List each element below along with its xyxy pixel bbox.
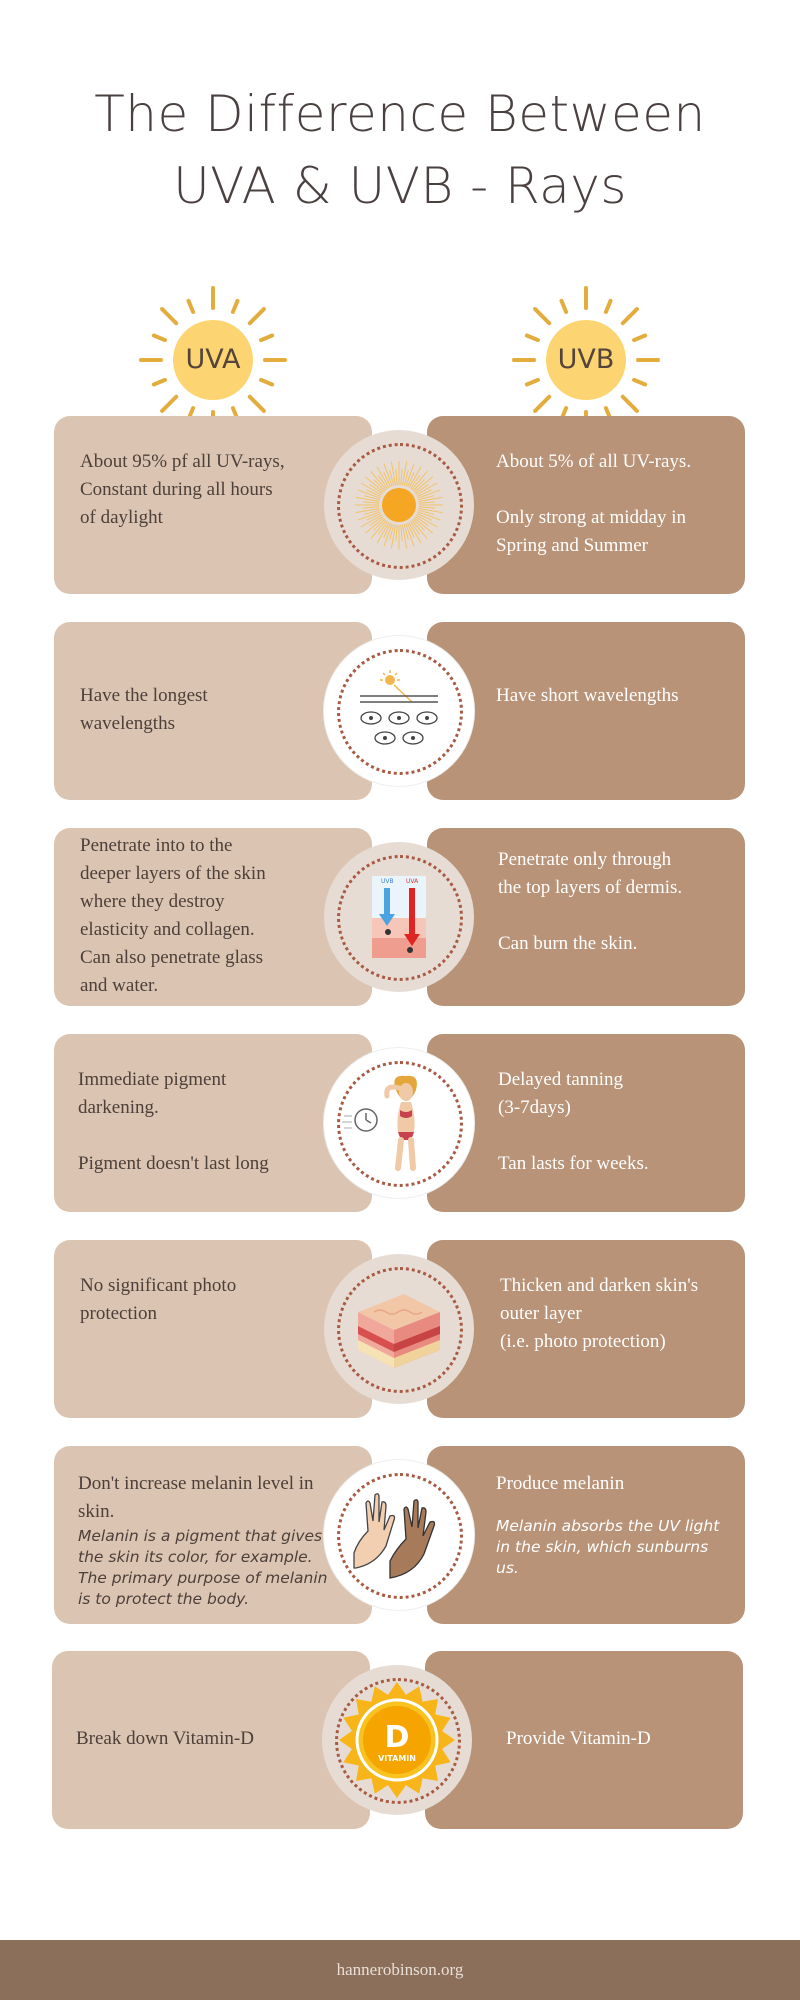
uvb-text: Penetrate only through the top layers of… [498,849,683,954]
sunburst-icon [324,430,474,580]
uva-card: Break down Vitamin-D [52,1651,370,1829]
title-line-2: UVA & UVB - Rays [173,157,627,215]
uva-label: UVA [185,344,241,375]
uva-text: Break down Vitamin-D [76,1728,254,1749]
uvb-sun-icon: UVB [511,285,661,435]
comparison-row-1: About 95% pf all UV-rays, Constant durin… [54,416,745,594]
uva-tag: UVA [406,878,419,885]
uva-card: Have the longest wavelengths [54,622,372,800]
comparison-row-6: Don't increase melanin level in skin. Me… [54,1446,745,1624]
page-title: The Difference Between UVA & UVB - Rays [0,78,800,222]
skin-layers-icon [324,1254,474,1404]
uvb-text: About 5% of all UV-rays. Only strong at … [496,451,692,556]
uva-card: No significant photo protection [54,1240,372,1418]
uva-text: Immediate pigment darkening. Pigment doe… [78,1069,269,1174]
uva-card: Penetrate into to the deeper layers of t… [54,828,372,1006]
uvb-text: Produce melanin Melanin absorbs the UV l… [496,1473,720,1577]
title-line-1: The Difference Between [94,85,706,143]
comparison-row-2: Have the longest wavelengths Have short … [54,622,745,800]
uvb-tag: UVB [381,878,394,885]
uva-card: About 95% pf all UV-rays, Constant durin… [54,416,372,594]
uva-card: Immediate pigment darkening. Pigment doe… [54,1034,372,1212]
uva-text: About 95% pf all UV-rays, Constant durin… [80,451,285,528]
hands-icon [324,1460,474,1610]
uvb-card: Produce melanin Melanin absorbs the UV l… [427,1446,745,1624]
vitamin-word: VITAMIN [378,1754,416,1763]
uva-text: Have the longest wavelengths [80,685,208,734]
comparison-row-7: Break down Vitamin-D Provide Vitamin-D D… [52,1651,743,1829]
comparison-row-3: Penetrate into to the deeper layers of t… [54,828,745,1006]
tanning-woman-icon [324,1048,474,1198]
footer-link[interactable]: hannerobinson.org [336,1960,464,1979]
uva-text: Penetrate into to the deeper layers of t… [80,835,266,996]
uva-text: Don't increase melanin level in skin. Me… [78,1473,328,1608]
uvb-text: Provide Vitamin-D [506,1728,651,1749]
skin-penetration-icon: UVB UVA [324,842,474,992]
footer: hannerobinson.org [0,1940,800,2000]
uvb-card: Provide Vitamin-D [425,1651,743,1829]
uvb-card: Have short wavelengths [427,622,745,800]
uvb-text: Delayed tanning (3-7days) Tan lasts for … [498,1069,649,1174]
skin-cells-icon [324,636,474,786]
vitamin-letter: D [385,1720,410,1755]
uvb-card: Thicken and darken skin's outer layer (i… [427,1240,745,1418]
comparison-row-5: No significant photo protection Thicken … [54,1240,745,1418]
uva-text: No significant photo protection [80,1275,237,1324]
uvb-text: Have short wavelengths [496,685,679,706]
uvb-card: Delayed tanning (3-7days) Tan lasts for … [427,1034,745,1212]
uvb-label: UVB [557,344,615,375]
uvb-card: Penetrate only through the top layers of… [427,828,745,1006]
uvb-card: About 5% of all UV-rays. Only strong at … [427,416,745,594]
uva-sun-icon: UVA [138,285,288,435]
uva-card: Don't increase melanin level in skin. Me… [54,1446,372,1624]
uvb-text: Thicken and darken skin's outer layer (i… [500,1275,699,1352]
comparison-row-4: Immediate pigment darkening. Pigment doe… [54,1034,745,1212]
